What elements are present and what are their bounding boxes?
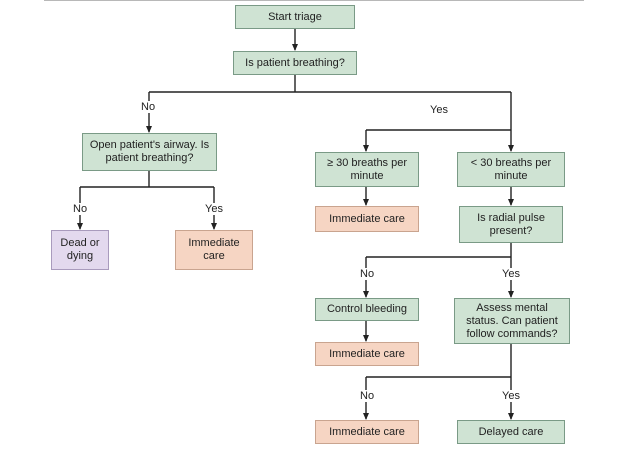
immediate-care-node-4: Immediate care bbox=[315, 420, 419, 444]
edge-label-yes: Yes bbox=[500, 390, 522, 402]
control-bleeding-node: Control bleeding bbox=[315, 298, 419, 321]
edge-label-yes: Yes bbox=[500, 268, 522, 280]
edge-label-yes: Yes bbox=[203, 203, 225, 215]
edge-label-no: No bbox=[71, 203, 90, 215]
open-airway-node: Open patient's airway. Is patient breath… bbox=[82, 133, 217, 171]
edge-label-no: No bbox=[358, 390, 377, 402]
dead-or-dying-node: Dead or dying bbox=[51, 230, 109, 270]
radial-pulse-node: Is radial pulse present? bbox=[459, 206, 563, 243]
edge-label-no: No bbox=[139, 101, 158, 113]
assess-mental-status-node: Assess mental status. Can patient follow… bbox=[454, 298, 570, 344]
delayed-care-node: Delayed care bbox=[457, 420, 565, 444]
breaths-over-30-node: ≥ 30 breaths per minute bbox=[315, 152, 419, 187]
is-patient-breathing-node: Is patient breathing? bbox=[233, 51, 357, 75]
immediate-care-node-3: Immediate care bbox=[315, 342, 419, 366]
edge-label-yes: Yes bbox=[428, 104, 450, 116]
immediate-care-node-2: Immediate care bbox=[315, 206, 419, 232]
breaths-under-30-node: < 30 breaths per minute bbox=[457, 152, 565, 187]
start-triage-node: Start triage bbox=[235, 5, 355, 29]
immediate-care-node-1: Immediate care bbox=[175, 230, 253, 270]
edge-label-no: No bbox=[358, 268, 377, 280]
top-rule bbox=[44, 0, 584, 1]
